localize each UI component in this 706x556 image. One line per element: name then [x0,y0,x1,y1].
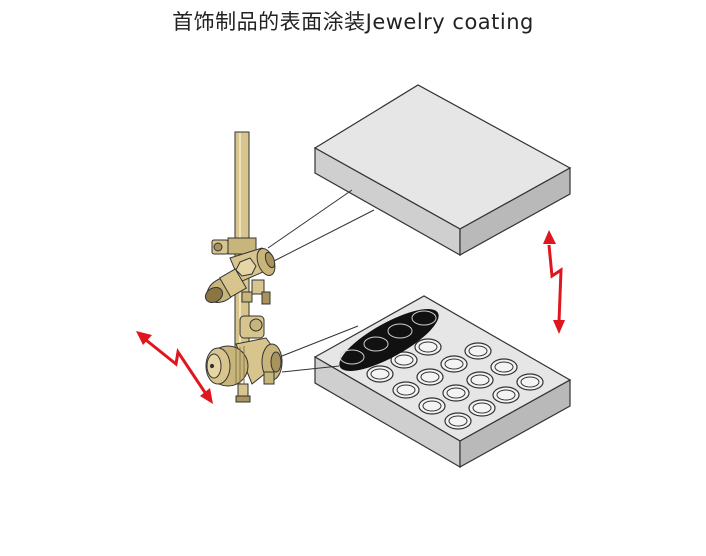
diagram-title: 首饰制品的表面涂装Jewelry coating [172,10,534,34]
diagonal-motion-arrow-icon [136,331,213,404]
jewelry-tray [313,295,572,469]
vertical-motion-arrow-icon [543,230,565,334]
upper-spray-lines [267,189,375,263]
lower-spray-gun-icon [205,315,283,403]
upper-flat-panel [313,84,572,257]
upper-spray-gun-icon [204,237,276,305]
spray-pattern-spot [339,309,439,371]
lower-spray-lines [281,325,359,373]
